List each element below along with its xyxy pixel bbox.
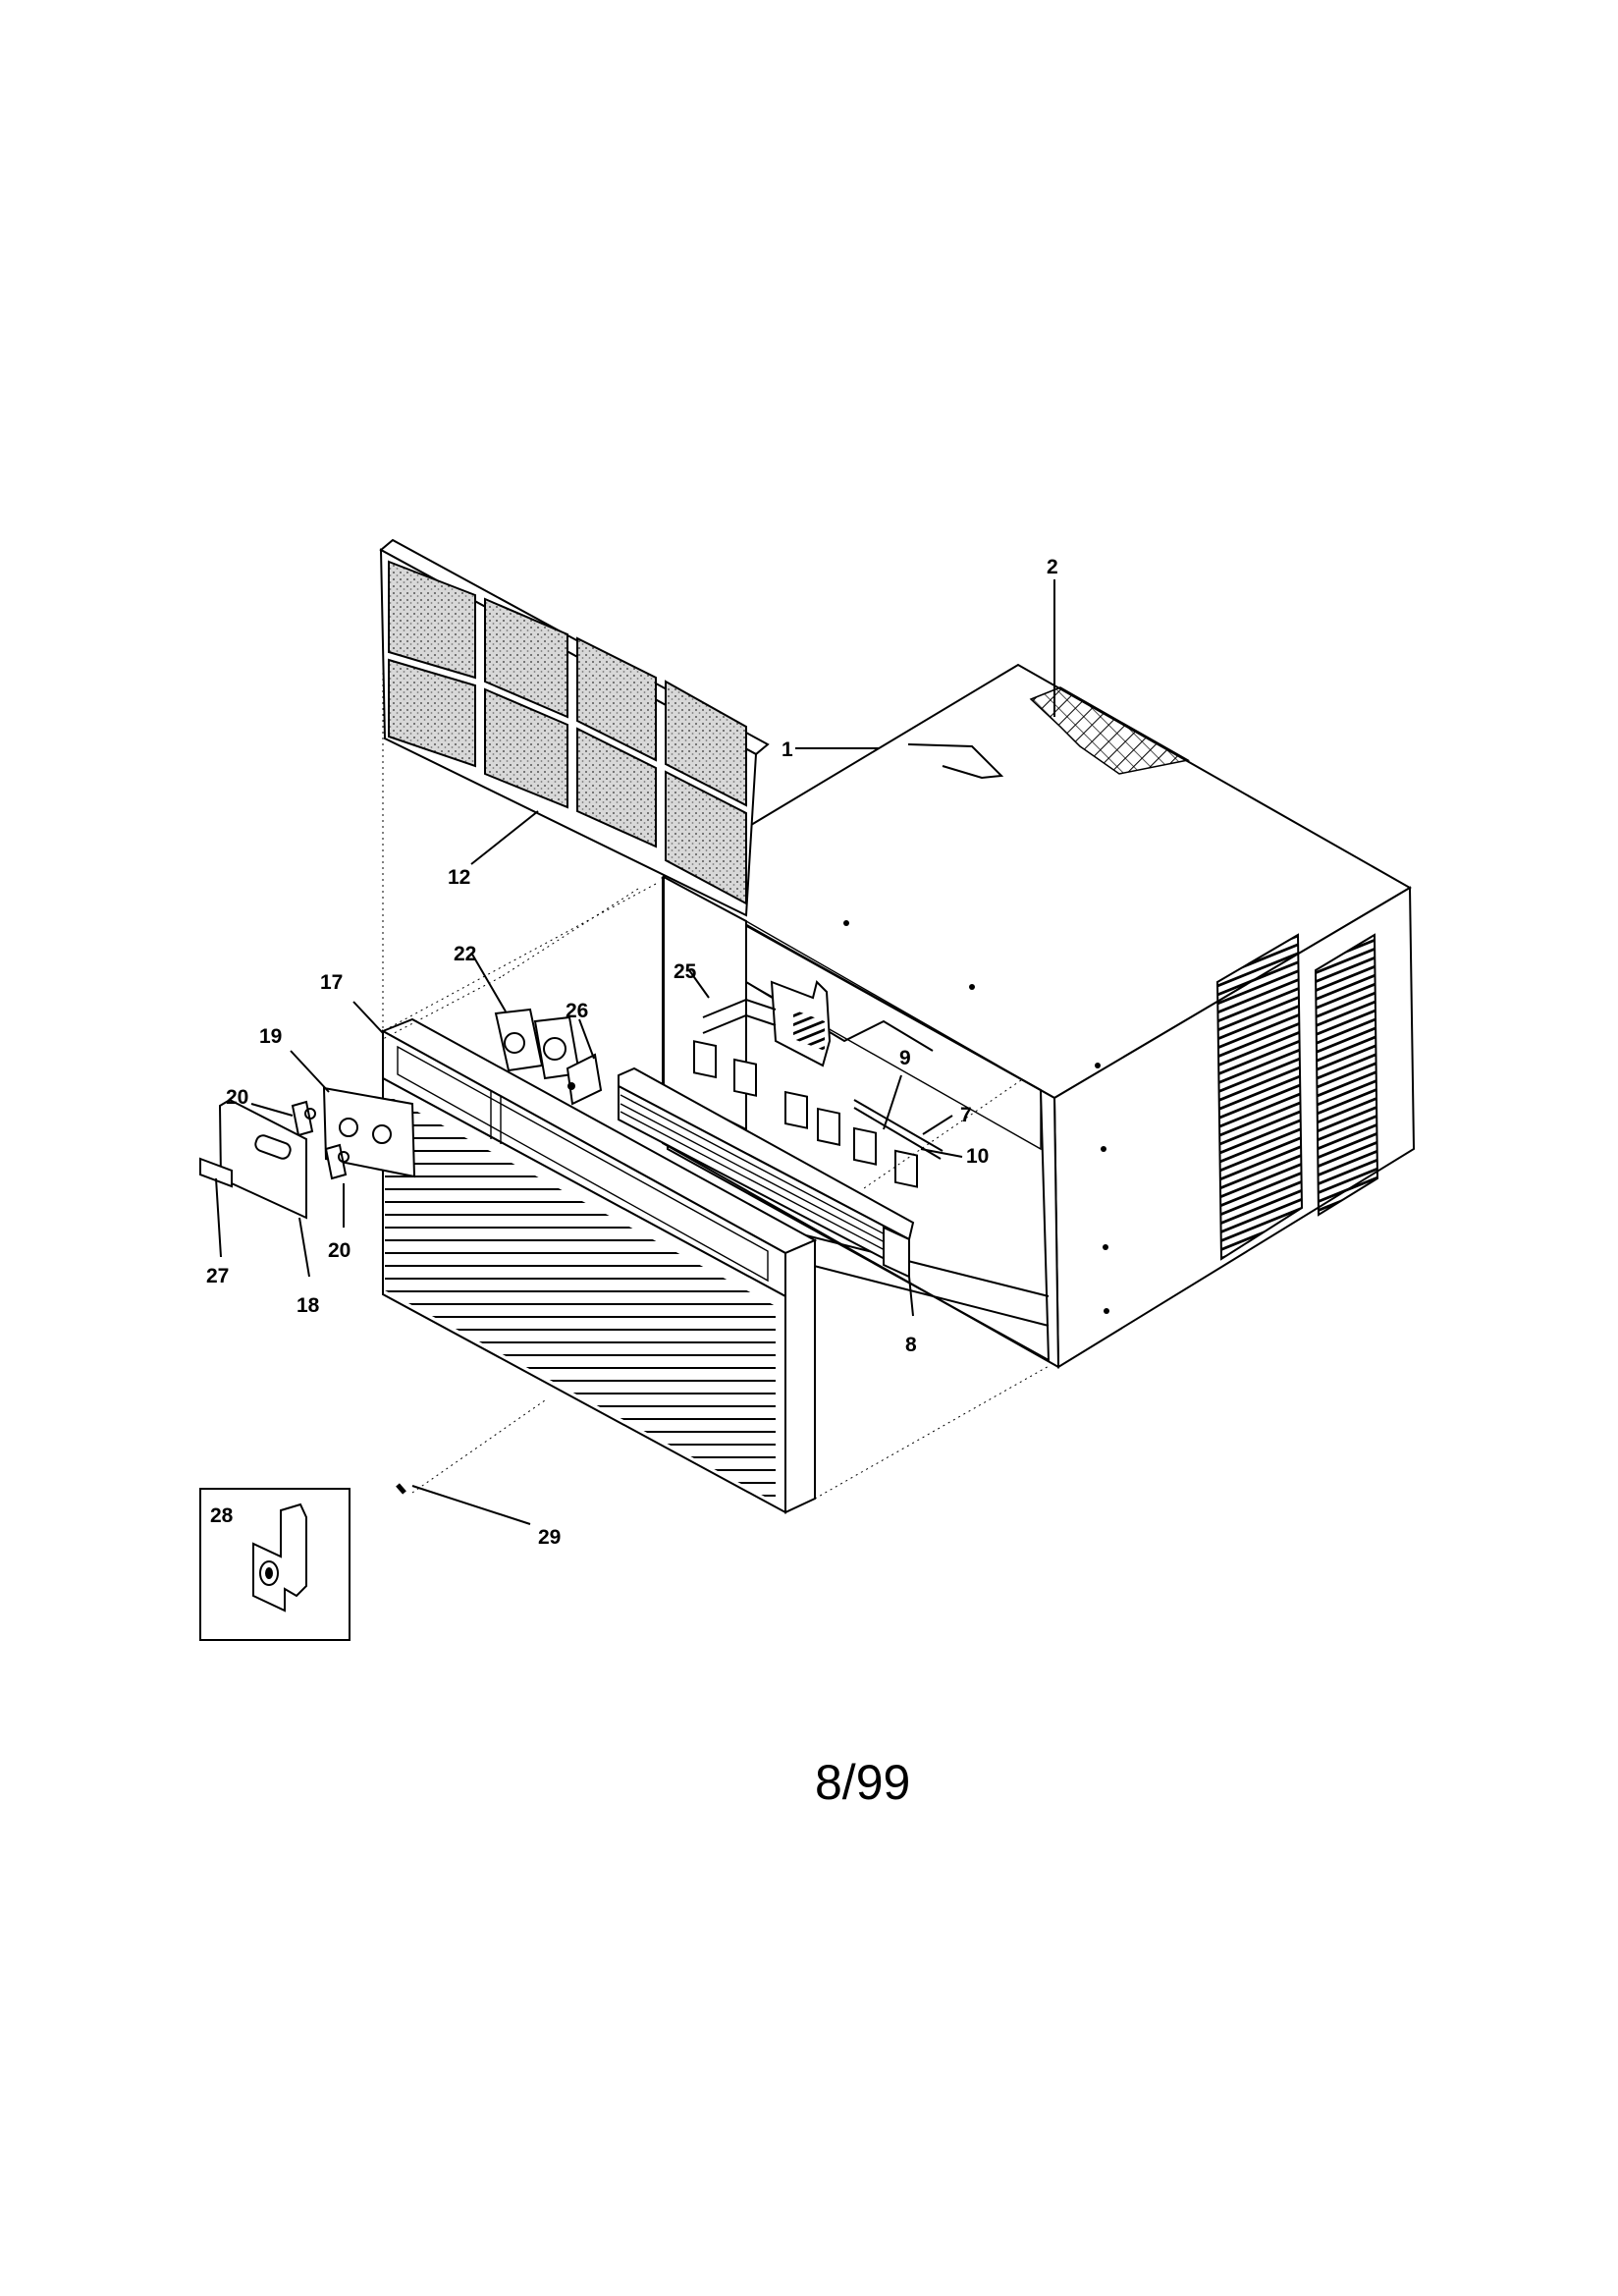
callout-1: 1 xyxy=(782,738,793,761)
callout-22: 22 xyxy=(454,943,476,965)
cabinet-wrapper xyxy=(578,663,1416,1369)
part-27-label xyxy=(199,1157,233,1188)
callout-8: 8 xyxy=(905,1334,917,1356)
callout-26: 26 xyxy=(566,1000,588,1022)
callout-20a: 20 xyxy=(226,1086,248,1109)
part-25-bracket xyxy=(702,980,832,1067)
callout-10: 10 xyxy=(966,1145,989,1168)
callout-7: 7 xyxy=(960,1104,972,1126)
callout-29: 29 xyxy=(538,1526,561,1549)
part-18-cover xyxy=(218,1098,307,1220)
callout-28: 28 xyxy=(210,1504,234,1527)
part-26-bracket xyxy=(566,1053,603,1106)
alignment-lines xyxy=(382,584,1052,1500)
part-19-control-panel xyxy=(322,1086,416,1178)
clips-9-10 xyxy=(693,1040,944,1188)
callout-19: 19 xyxy=(259,1025,282,1048)
callout-20b: 20 xyxy=(328,1239,351,1262)
callout-2: 2 xyxy=(1047,556,1058,578)
part-17-front-panel xyxy=(380,1017,818,1514)
callout-12: 12 xyxy=(448,866,470,889)
callout-25: 25 xyxy=(674,960,697,983)
callout-labels: 1 2 7 8 9 10 12 17 18 19 20 20 22 25 26 … xyxy=(206,556,1058,1549)
leader-lines xyxy=(215,579,1055,1525)
part-20-knobs xyxy=(291,1100,350,1180)
date-code: 8/99 xyxy=(815,1755,910,1810)
part-28-inset xyxy=(199,1488,351,1641)
callout-18: 18 xyxy=(297,1294,320,1317)
part-29-screw xyxy=(396,1483,406,1495)
callout-9: 9 xyxy=(899,1047,911,1069)
callout-17: 17 xyxy=(320,971,343,994)
part-22-control-box xyxy=(494,1008,581,1080)
callout-27: 27 xyxy=(206,1265,229,1287)
part-8-louver-bar xyxy=(618,1066,915,1279)
part-12-filter xyxy=(379,538,770,917)
